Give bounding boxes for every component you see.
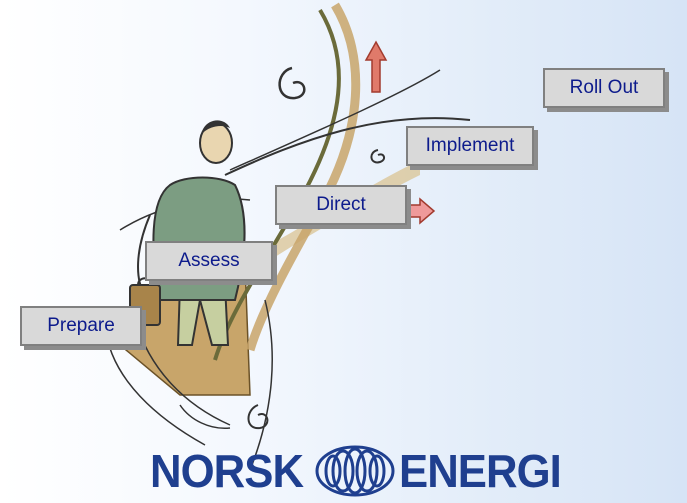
norsk-energi-logo: NORSK ENERGI	[150, 442, 570, 500]
step-prepare-label: Prepare	[47, 315, 115, 336]
logo-word-right: ENERGI	[399, 445, 562, 497]
step-direct-label: Direct	[316, 194, 366, 215]
step-prepare[interactable]: Prepare	[20, 306, 142, 346]
step-direct[interactable]: Direct	[275, 185, 407, 225]
norsk-energi-wave-icon	[315, 445, 395, 497]
red-arrow-icon	[364, 40, 388, 93]
pink-arrow-icon	[404, 197, 436, 225]
logo-word-left: NORSK	[150, 445, 304, 497]
step-roll-out[interactable]: Roll Out	[543, 68, 665, 108]
step-roll-out-label: Roll Out	[569, 77, 639, 98]
step-implement[interactable]: Implement	[406, 126, 534, 166]
step-implement-label: Implement	[425, 135, 515, 156]
step-assess[interactable]: Assess	[145, 241, 273, 281]
step-assess-label: Assess	[178, 250, 240, 271]
